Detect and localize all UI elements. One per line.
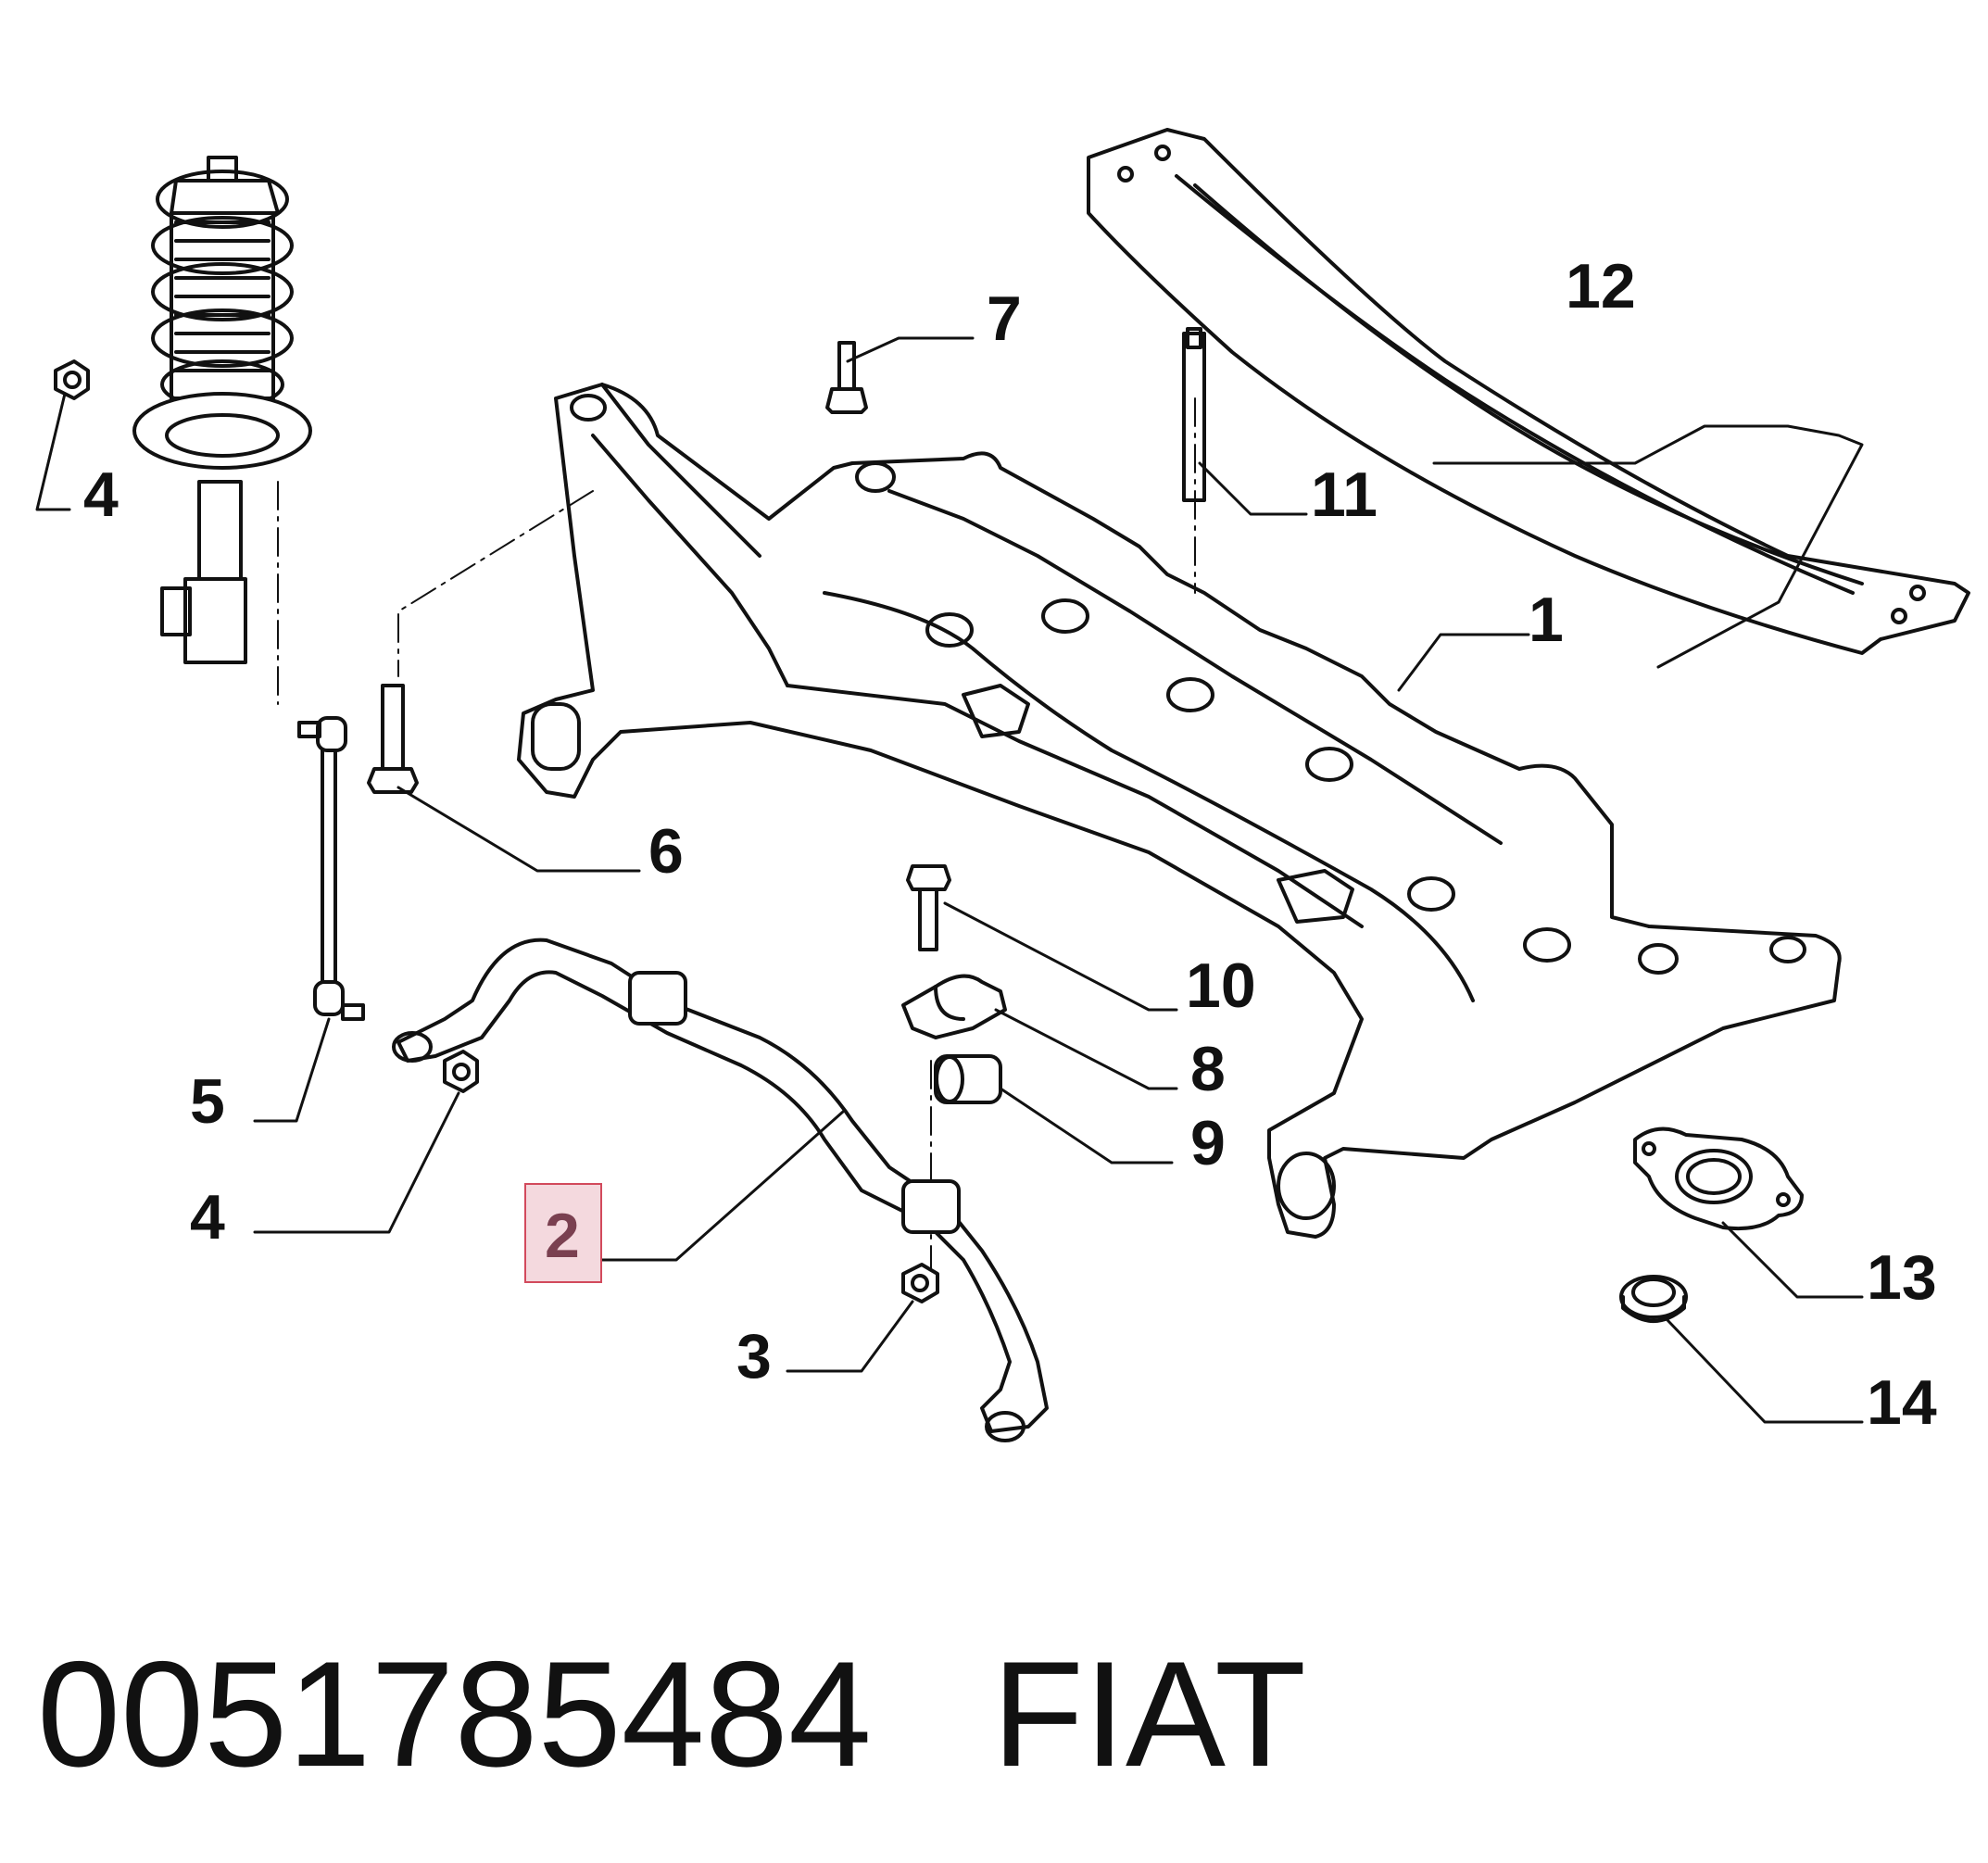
part-4-nut-lower: [443, 1050, 479, 1093]
callout-1[interactable]: 1: [1529, 585, 1564, 655]
part-5-link-rod: [297, 716, 365, 1021]
callout-2[interactable]: 2: [545, 1201, 580, 1271]
callout-13[interactable]: 13: [1867, 1242, 1937, 1313]
part-2-stabilizer-bar: [392, 938, 1049, 1442]
callout-4-lower[interactable]: 4: [190, 1182, 225, 1252]
part-12-cross-member: [1087, 128, 1970, 655]
part-14-grommet: [1619, 1275, 1688, 1323]
callout-9[interactable]: 9: [1190, 1108, 1226, 1178]
callout-8[interactable]: 8: [1190, 1034, 1226, 1104]
part-4-nut-upper: [54, 359, 90, 400]
callout-5[interactable]: 5: [190, 1066, 225, 1137]
part-11-stud: [1182, 327, 1206, 502]
part-8-clamp: [901, 974, 1007, 1039]
callout-12[interactable]: 12: [1566, 251, 1636, 321]
part-number: 0051785484: [37, 1630, 872, 1798]
assembly-guide-lines: [277, 397, 1196, 1279]
leader-lines: [35, 336, 1864, 1424]
callout-3[interactable]: 3: [736, 1321, 772, 1391]
brand-name: FIAT: [991, 1630, 1306, 1798]
part-7-bolt: [825, 341, 868, 414]
strut-assembly: [132, 156, 312, 664]
callout-10[interactable]: 10: [1186, 950, 1256, 1021]
callout-6[interactable]: 6: [648, 816, 684, 887]
part-10-bolt: [906, 864, 951, 951]
part-9-bushing: [934, 1054, 1002, 1104]
callout-4-upper[interactable]: 4: [83, 459, 119, 530]
highlight-box-part-2: [524, 1183, 602, 1283]
part-6-bolt: [367, 684, 419, 794]
callout-14[interactable]: 14: [1867, 1367, 1937, 1438]
part-13-plate: [1633, 1127, 1804, 1231]
part-3-nut: [901, 1263, 939, 1303]
callout-11[interactable]: 11: [1311, 459, 1378, 530]
part-1-subframe: [517, 383, 1842, 1239]
callout-7[interactable]: 7: [987, 283, 1022, 354]
exploded-parts-diagram: [35, 128, 1970, 1442]
